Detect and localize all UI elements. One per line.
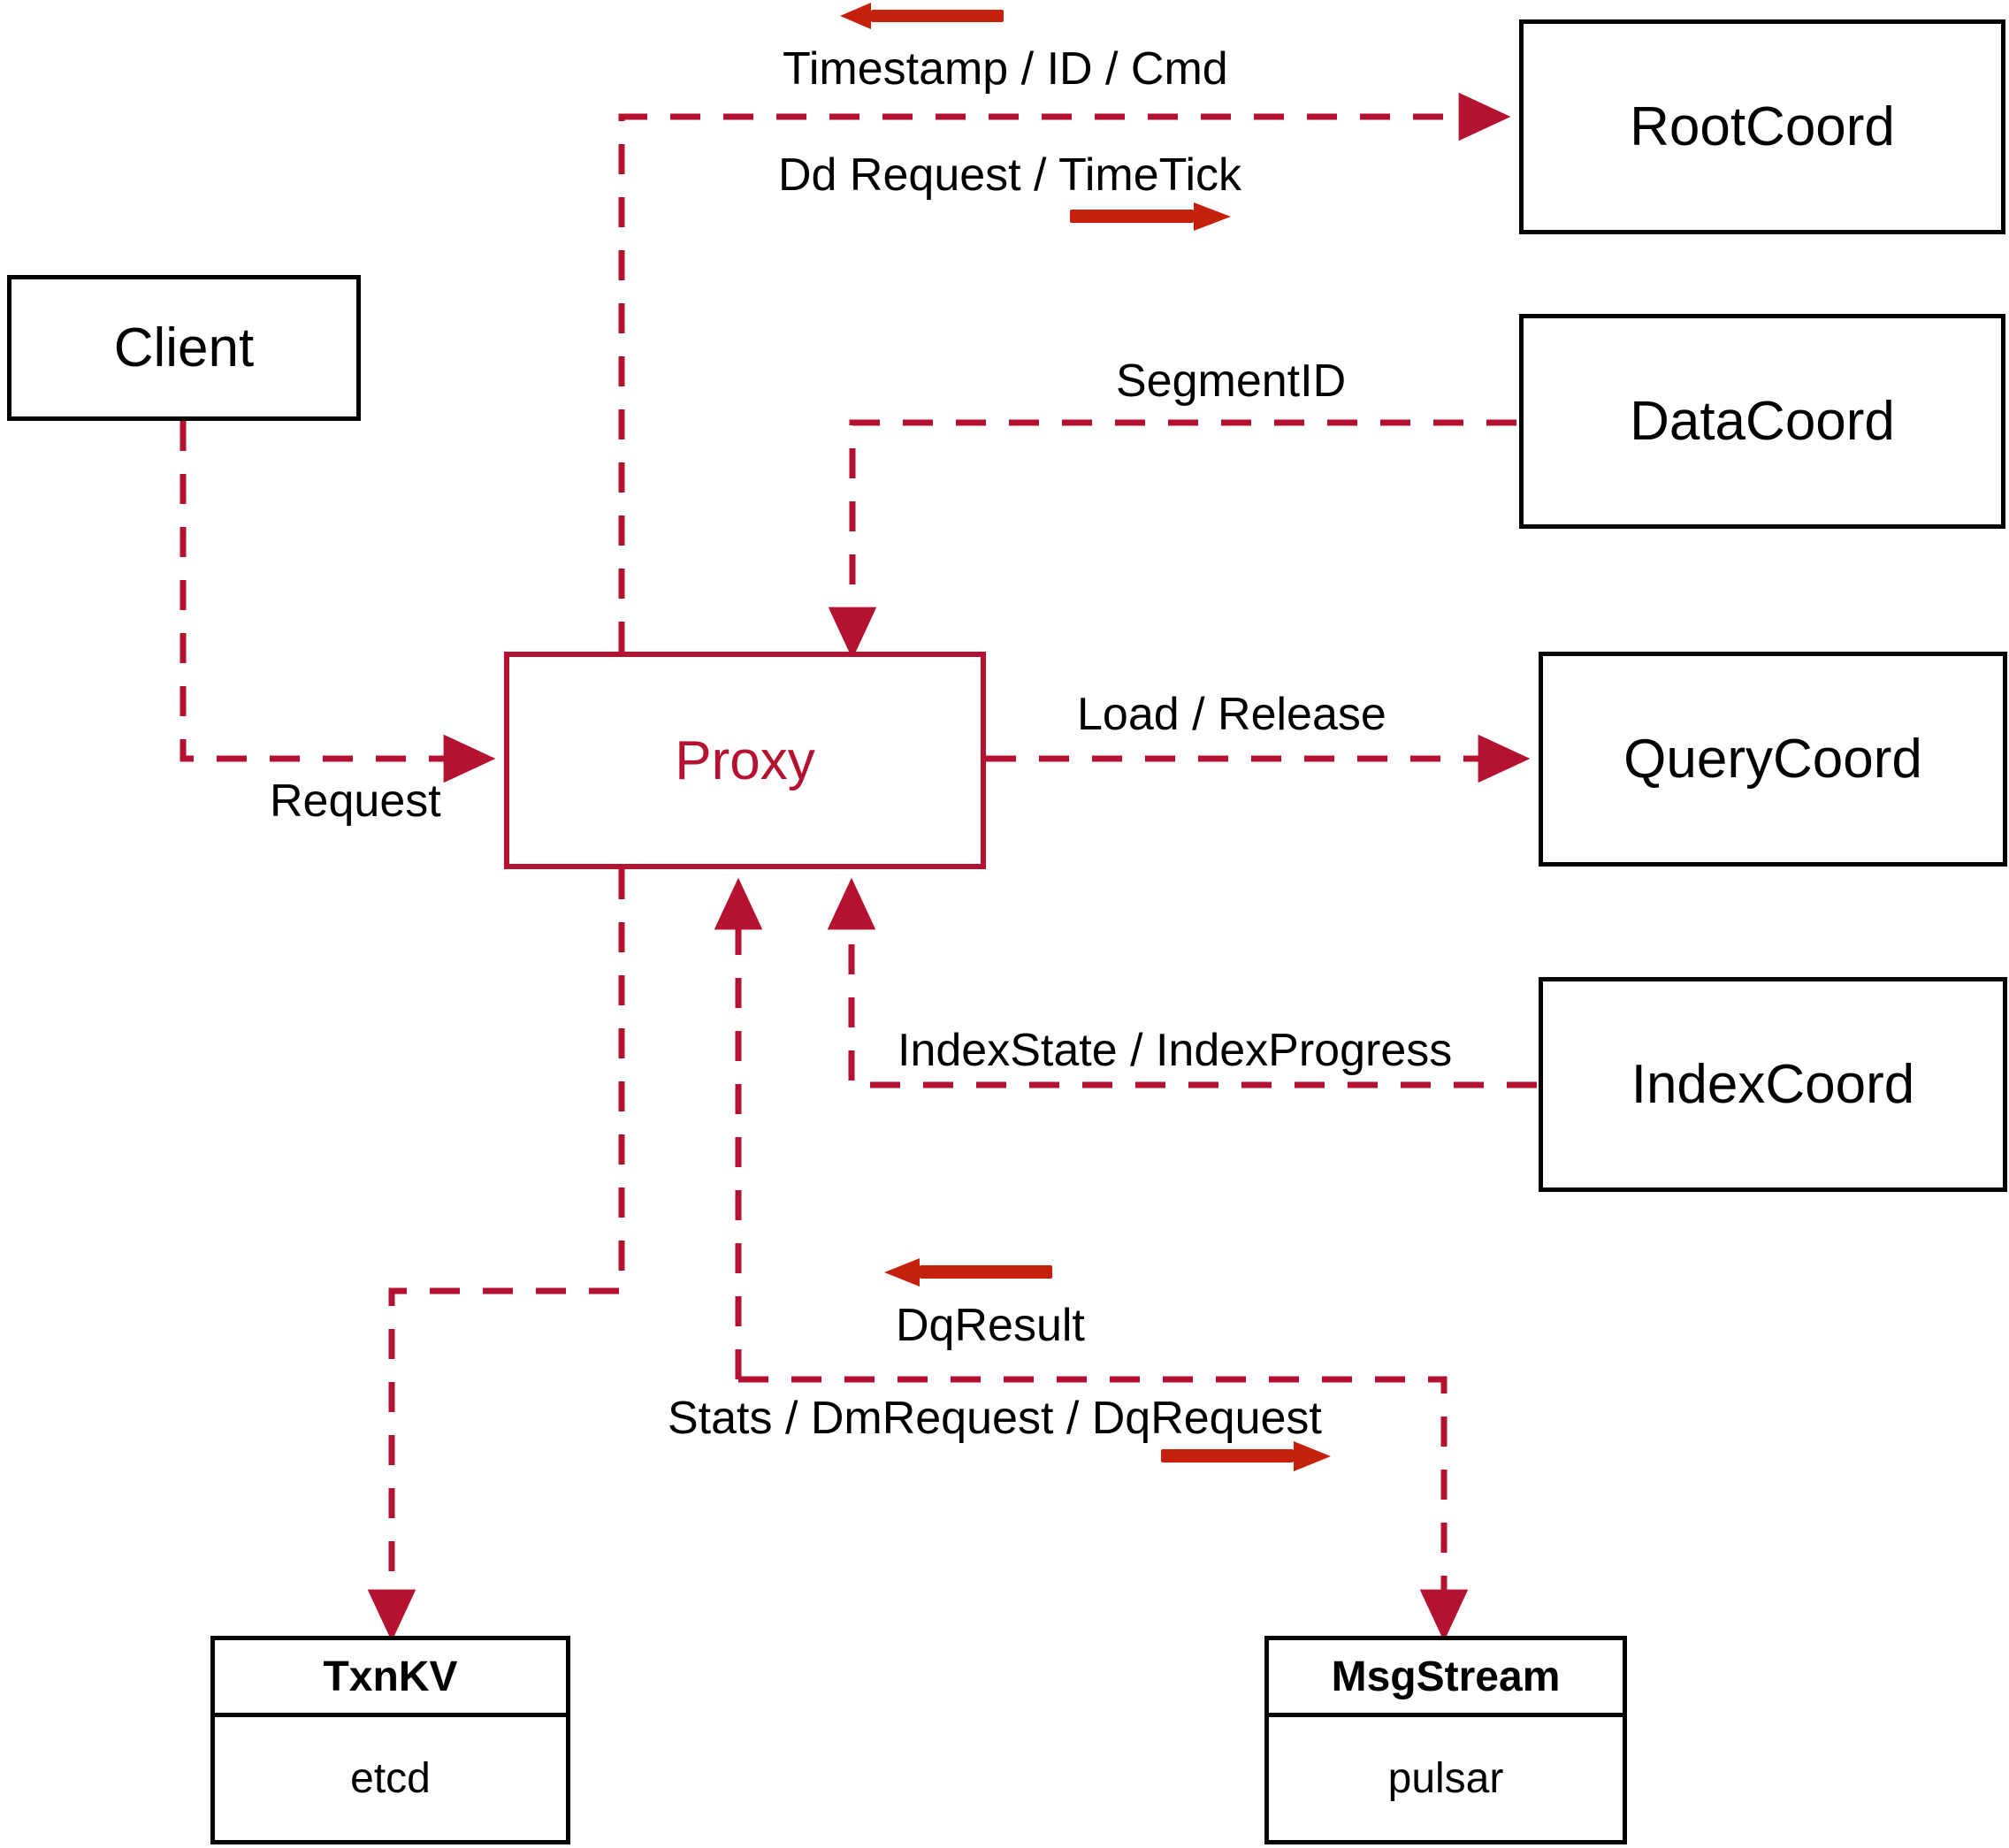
store-msgstream-title: MsgStream: [1269, 1640, 1623, 1717]
wire-proxy-msgstream: [738, 1376, 1469, 1642]
wire-datacoord-proxy: [828, 419, 1516, 660]
store-txnkv[interactable]: TxnKV etcd: [210, 1636, 570, 1844]
node-proxy-label: Proxy: [675, 729, 815, 791]
dq-result-direction-arrow: [884, 1258, 1052, 1287]
edge-label-index-state-progress: IndexState / IndexProgress: [898, 1025, 1453, 1076]
store-msgstream-impl: pulsar: [1387, 1755, 1504, 1802]
node-rootcoord-label: RootCoord: [1630, 96, 1895, 157]
node-proxy[interactable]: Proxy: [504, 652, 986, 869]
node-datacoord[interactable]: DataCoord: [1519, 314, 2005, 529]
dd-request-timetick-direction-arrow: [1070, 202, 1231, 231]
edge-label-dq-result: DqResult: [896, 1300, 1085, 1351]
wire-proxy-txnkv: [367, 869, 625, 1642]
node-indexcoord[interactable]: IndexCoord: [1539, 977, 2007, 1192]
stats-dm-dq-request-direction-arrow: [1161, 1441, 1331, 1471]
node-querycoord-label: QueryCoord: [1623, 729, 1922, 790]
edge-label-dd-request-timetick: Dd Request / TimeTick: [778, 149, 1242, 201]
edge-label-timestamp-id-cmd: Timestamp / ID / Cmd: [783, 43, 1228, 95]
wire-indexcoord-proxy: [827, 877, 1537, 1088]
node-client-label: Client: [113, 317, 255, 378]
node-datacoord-label: DataCoord: [1630, 391, 1895, 452]
node-rootcoord[interactable]: RootCoord: [1519, 19, 2005, 234]
node-querycoord[interactable]: QueryCoord: [1539, 652, 2007, 867]
edge-label-segment-id: SegmentID: [1116, 355, 1347, 407]
wire-proxy-rootcoord: [618, 92, 1511, 652]
edge-label-stats-dm-dq-request: Stats / DmRequest / DqRequest: [668, 1393, 1322, 1444]
edge-label-request: Request: [270, 775, 441, 827]
store-txnkv-impl: etcd: [350, 1755, 431, 1802]
timestamp-id-cmd-direction-arrow: [840, 3, 1004, 29]
edge-label-load-release: Load / Release: [1077, 689, 1386, 740]
store-msgstream[interactable]: MsgStream pulsar: [1264, 1636, 1627, 1844]
wire-client-proxy: [180, 421, 496, 783]
node-indexcoord-label: IndexCoord: [1631, 1054, 1915, 1115]
store-txnkv-title: TxnKV: [215, 1640, 566, 1717]
node-client[interactable]: Client: [7, 275, 361, 421]
